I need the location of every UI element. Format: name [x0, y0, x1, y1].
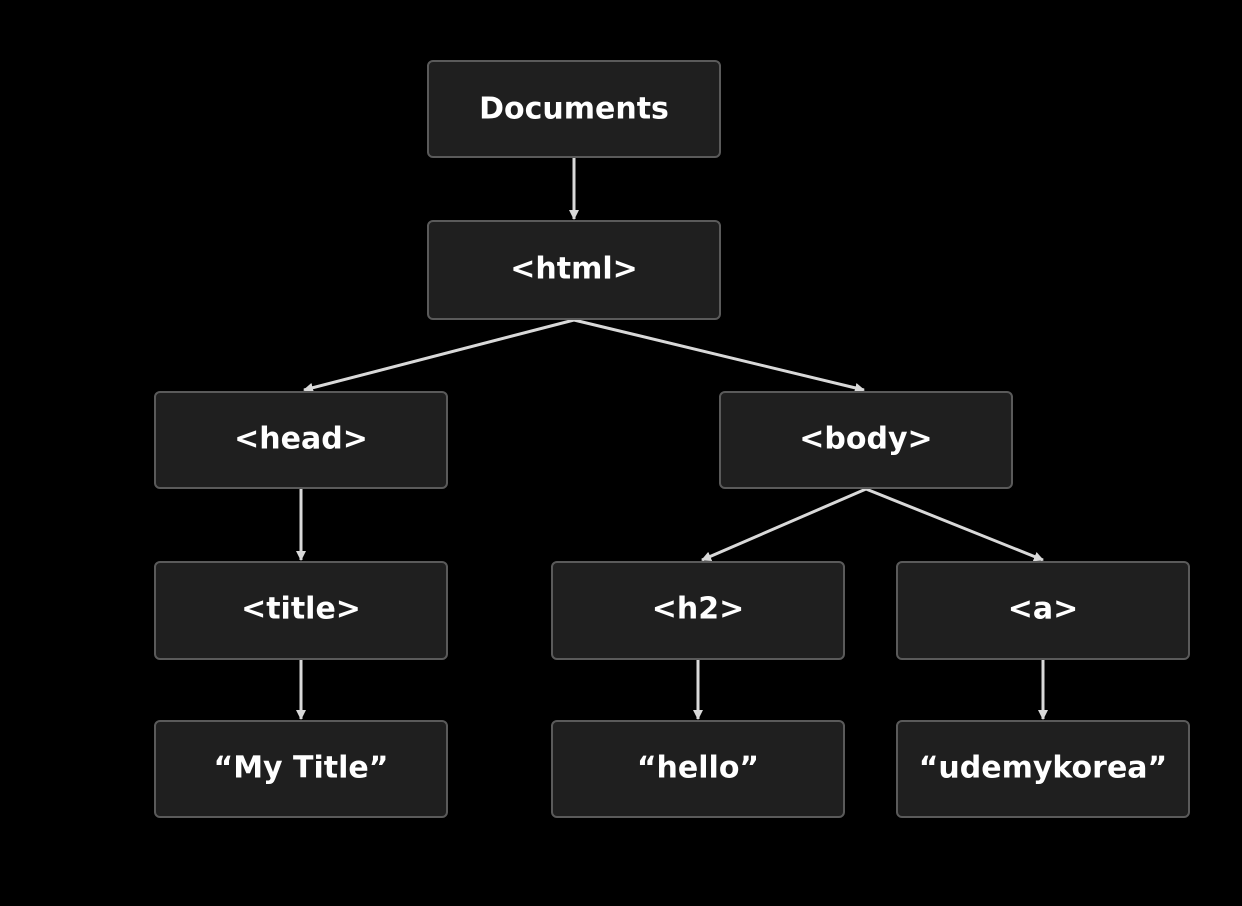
node-hello: “hello”: [551, 720, 845, 818]
node-a-label: <a>: [1008, 592, 1079, 627]
node-head: <head>: [154, 391, 448, 489]
node-udemykorea-label: “udemykorea”: [919, 751, 1168, 786]
edge-body-h2: [701, 487, 867, 562]
node-title: <title>: [154, 561, 448, 660]
node-h2: <h2>: [551, 561, 845, 660]
node-head-label: <head>: [234, 422, 368, 457]
node-documents: Documents: [427, 60, 721, 158]
edge-body-a: [865, 487, 1044, 562]
node-h2-label: <h2>: [652, 592, 745, 627]
edges: [296, 158, 1048, 720]
node-documents-label: Documents: [479, 92, 669, 127]
node-udemykorea: “udemykorea”: [896, 720, 1190, 818]
node-body-label: <body>: [799, 422, 932, 457]
node-a: <a>: [896, 561, 1190, 660]
node-my-title-label: “My Title”: [213, 751, 388, 786]
node-my-title: “My Title”: [154, 720, 448, 818]
node-html-label: <html>: [510, 252, 638, 287]
edge-html-head: [303, 318, 575, 393]
node-body: <body>: [719, 391, 1013, 489]
node-html: <html>: [427, 220, 721, 320]
node-title-label: <title>: [241, 592, 361, 627]
node-hello-label: “hello”: [637, 751, 759, 786]
edge-html-body: [573, 318, 865, 393]
